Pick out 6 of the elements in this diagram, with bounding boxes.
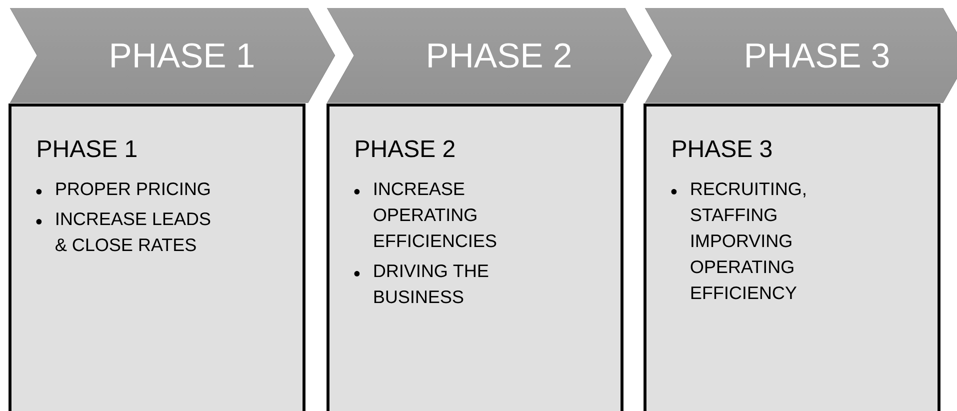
phase-box: PHASE 3 RECRUITING, STAFFING IMPORVING OPERATING EFFICIENCY bbox=[644, 104, 940, 411]
phase-banner: PHASE 3 bbox=[645, 8, 957, 103]
phase-box: PHASE 2 INCREASE OPERATING EFFICIENCIES DRIVING THE BUSINESS bbox=[326, 104, 624, 411]
phase-banner: PHASE 1 bbox=[10, 8, 335, 103]
phase-box: PHASE 1 PROPER PRICING INCREASE LEADS & CLOSE RATES bbox=[8, 104, 306, 411]
phase-banner: PHASE 2 bbox=[327, 8, 652, 103]
